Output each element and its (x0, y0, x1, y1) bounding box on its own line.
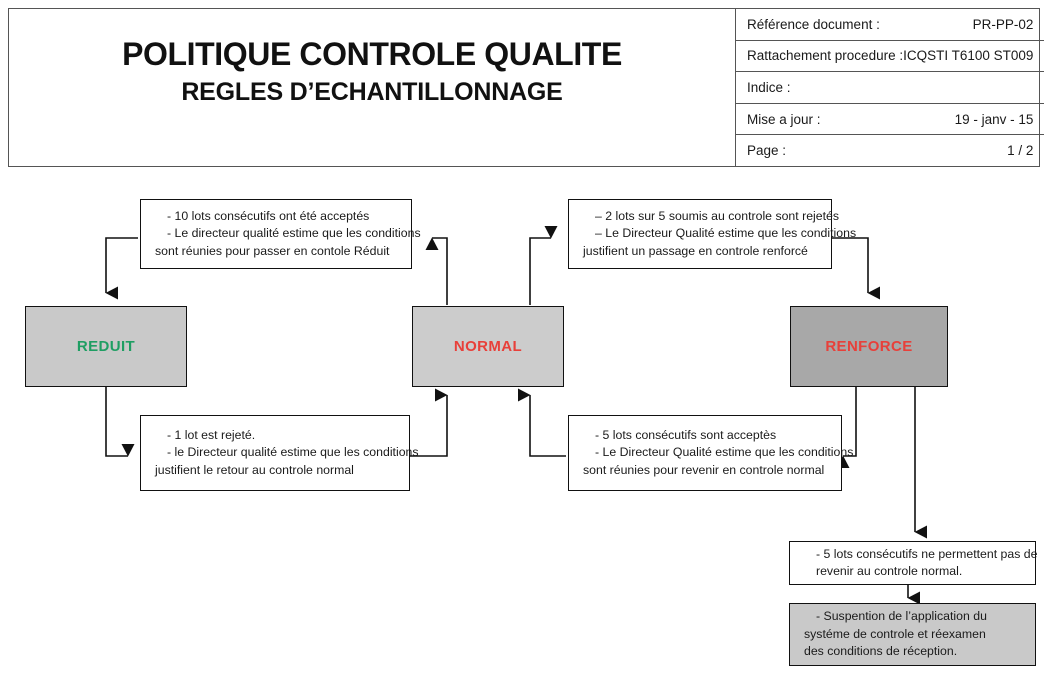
state-label-renforce: RENFORCE (825, 338, 913, 355)
note-box-suspension: - Suspention de l’application du systéme… (789, 603, 1036, 666)
meta-label-mise-a-jour: Mise a jour : (747, 111, 821, 127)
note-line: – Le Directeur Qualité estime que les co… (595, 226, 857, 241)
note-line: - 1 lot est rejeté. (167, 427, 256, 442)
note-line: systéme de controle et réexamen (804, 626, 986, 641)
sampling-rules-flowchart: REDUIT NORMAL RENFORCE - 10 lots consécu… (0, 175, 1048, 687)
meta-row-reference: Référence document : PR-PP-02 (736, 9, 1045, 41)
connector-reduit-to-note-normal (105, 387, 135, 457)
note-line: des conditions de réception. (804, 644, 958, 659)
note-line: - le Directeur qualité estime que les co… (167, 445, 419, 460)
note-line: revenir au controle normal. (816, 564, 963, 578)
meta-label-rattachement: Rattachement procedure : (747, 48, 904, 64)
connector-normal-to-note-reduit (425, 237, 448, 305)
meta-label-reference: Référence document : (747, 16, 880, 32)
note-line: - 5 lots consécutifs sont acceptès (595, 427, 777, 442)
connector-note-renforce-to-renforce (832, 237, 880, 300)
connector-note-normal-to-normal-right (518, 388, 566, 457)
state-box-reduit[interactable]: REDUIT (25, 306, 187, 387)
state-box-normal[interactable]: NORMAL (412, 306, 564, 387)
page-title: POLITIQUE CONTROLE QUALITE (122, 36, 622, 72)
meta-value-mise-a-jour: 19 - janv - 15 (954, 111, 1034, 127)
note-line: sont réunies pour passer en contole Rédu… (155, 243, 390, 258)
meta-label-page: Page : (747, 143, 787, 159)
note-line: - 10 lots consécutifs ont été acceptés (167, 208, 370, 223)
meta-row-page: Page : 1 / 2 (736, 135, 1044, 166)
meta-label-indice: Indice : (747, 79, 791, 95)
note-box-renforce-to-normal: - 5 lots consécutifs sont acceptès - Le … (568, 415, 854, 491)
document-metadata-cell: Référence document : PR-PP-02 Rattacheme… (736, 9, 1045, 166)
note-box-renforce-fail: - 5 lots consécutifs ne permettent pas d… (789, 541, 1038, 585)
note-box-reduit-to-normal: - 1 lot est rejeté. - le Directeur quali… (140, 415, 419, 491)
meta-value-rattachement: ICQSTI T6100 ST009 (903, 48, 1034, 64)
connector-note-normal-to-normal-left (410, 388, 448, 457)
meta-row-indice: Indice : (736, 72, 1045, 104)
note-line: justifient le retour au controle normal (155, 462, 354, 477)
note-line: - Suspention de l’application du (816, 609, 987, 624)
connector-renforce-to-note-normal (836, 387, 857, 468)
note-box-normal-to-renforce: – 2 lots sur 5 soumis au controle sont r… (568, 199, 857, 269)
note-line: sont réunies pour revenir en controle no… (583, 462, 825, 477)
flowchart-connectors (105, 226, 927, 605)
state-box-renforce[interactable]: RENFORCE (790, 306, 948, 387)
connector-note-reduit-to-reduit (105, 237, 138, 300)
note-line: - 5 lots consécutifs ne permettent pas d… (816, 546, 1038, 561)
note-box-normal-to-reduit: - 10 lots consécutifs ont été acceptés -… (140, 199, 421, 269)
document-title-cell: POLITIQUE CONTROLE QUALITE REGLES D’ECHA… (9, 9, 736, 166)
note-line: - Le directeur qualité estime que les co… (167, 226, 421, 241)
page-subtitle: REGLES D’ECHANTILLONNAGE (181, 77, 563, 106)
meta-row-mise-a-jour: Mise a jour : 19 - janv - 15 (736, 104, 1045, 136)
meta-value-page: 1 / 2 (1007, 143, 1034, 159)
note-line: – 2 lots sur 5 soumis au controle sont r… (595, 208, 840, 223)
state-label-normal: NORMAL (453, 338, 523, 355)
document-header-table: POLITIQUE CONTROLE QUALITE REGLES D’ECHA… (8, 8, 1045, 167)
state-label-reduit: REDUIT (76, 338, 136, 355)
connector-normal-to-note-renforce (529, 226, 558, 305)
meta-row-rattachement: Rattachement procedure : ICQSTI T6100 ST… (736, 41, 1045, 73)
note-line: justifient un passage en controle renfor… (583, 243, 808, 258)
note-line: - Le Directeur Qualité estime que les co… (595, 445, 854, 460)
meta-value-reference: PR-PP-02 (972, 16, 1034, 32)
